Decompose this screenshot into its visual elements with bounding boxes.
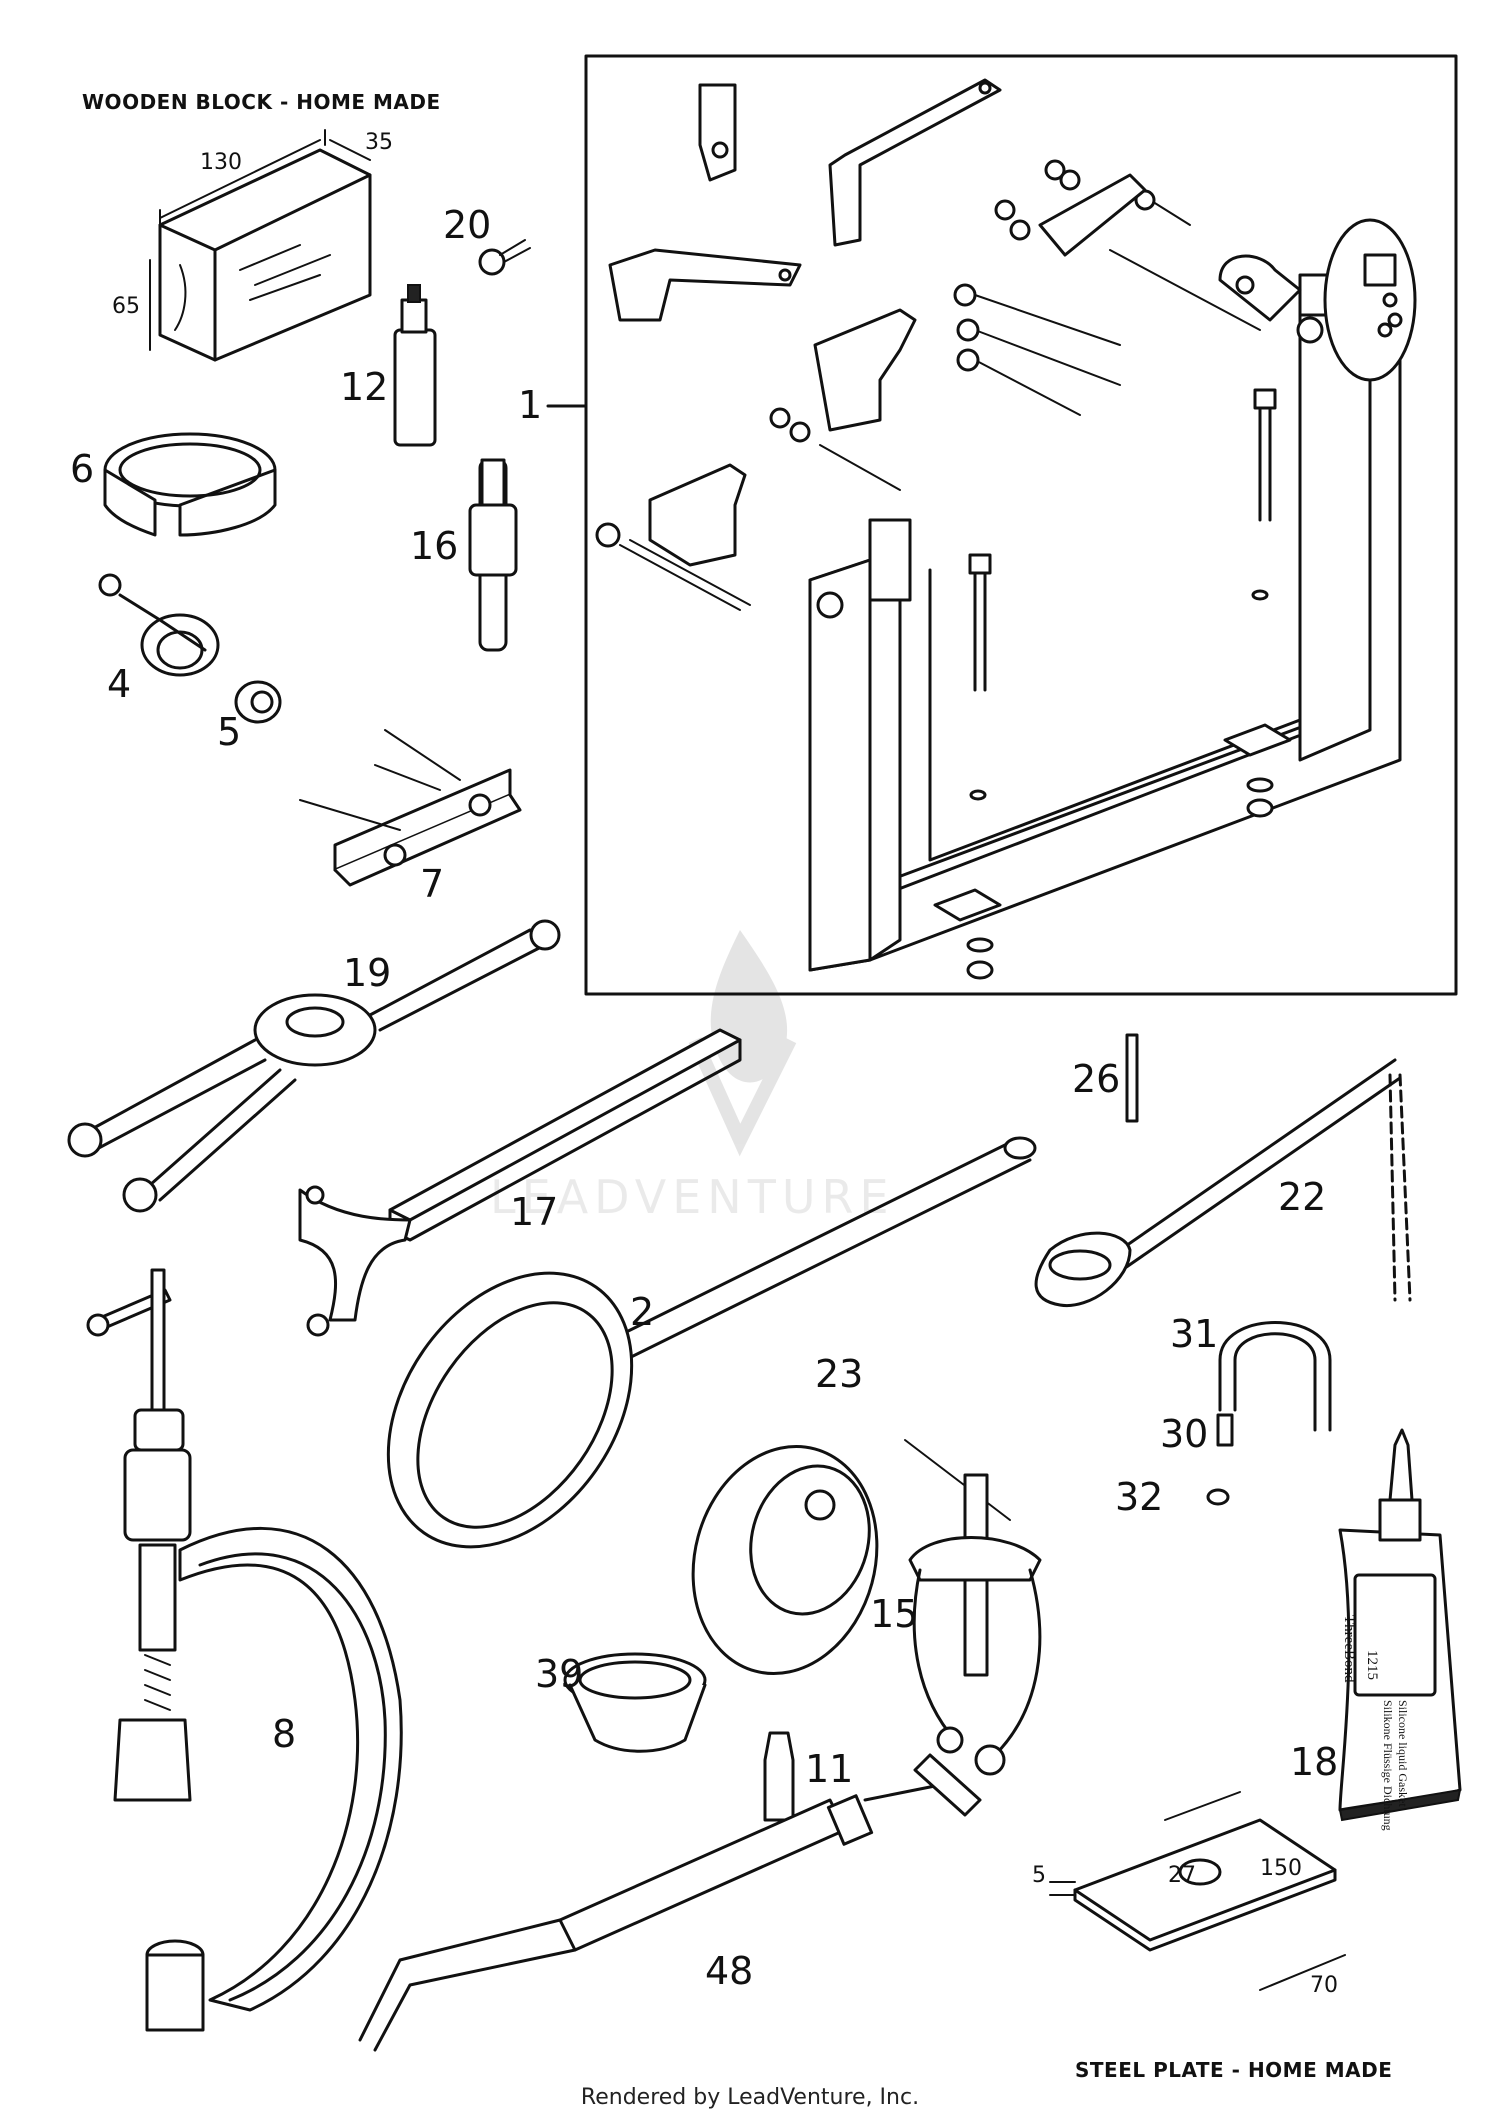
nipple-30 [1216,1413,1234,1447]
part-number-12: 12 [340,365,389,409]
engine-stand-assembly [595,78,1417,980]
tube-brand: ThreeBond [1341,1615,1357,1683]
watermark-text: LEADVENTURE [490,1170,895,1224]
part-number-5: 5 [217,710,242,754]
dim-plate-length: 150 [1260,1856,1302,1881]
wooden-block [149,129,372,362]
chain-wrench-22 [1034,1058,1412,1308]
screw-20 [478,239,531,276]
part-number-31: 31 [1170,1312,1219,1356]
part-number-23: 23 [815,1352,864,1396]
part-number-48: 48 [705,1949,754,1993]
dim-plate-hole: 27 [1168,1863,1196,1888]
nut-32 [1206,1488,1230,1506]
part-number-4: 4 [107,662,132,706]
dim-plate-width: 70 [1310,1973,1338,1998]
part-number-32: 32 [1115,1475,1164,1519]
tube-number: 1215 [1364,1650,1380,1680]
part-number-2: 2 [630,1290,655,1334]
caption-steel-plate: STEEL PLATE - HOME MADE [1075,2058,1393,2082]
footer-credit: Rendered by LeadVenture, Inc. [580,2085,920,2110]
dim-block-width: 35 [365,130,393,155]
tool-19 [67,919,561,1213]
grease-gun-48 [358,1753,982,2052]
part-number-30: 30 [1160,1412,1209,1456]
slide-puller-16 [468,458,518,652]
part-number-22: 22 [1278,1175,1327,1219]
dim-block-length: 130 [200,150,242,175]
part-number-16: 16 [410,524,459,568]
part-number-20: 20 [443,203,492,247]
bushing-5 [234,680,282,724]
clutch-holder-2 [386,1136,1037,1549]
steel-plate [1049,1791,1346,1991]
part-number-26: 26 [1072,1057,1121,1101]
part-number-1: 1 [518,383,543,427]
bearing-puller-15 [904,1439,1042,1776]
dim-plate-thickness: 5 [1032,1863,1046,1888]
hose-31 [1218,1321,1332,1432]
nozzle-4 [98,573,220,677]
part-number-19: 19 [343,951,392,995]
part-number-6: 6 [70,447,95,491]
puller-7 [299,729,522,887]
valve-spring-compressor-8 [86,1268,403,2032]
part-number-17: 17 [510,1190,559,1234]
flywheel-puller-23 [691,1445,879,1675]
tube-desc-1: Silicone liquid Gasket [1396,1700,1410,1807]
cup-39 [563,1652,707,1753]
pin-26 [1125,1033,1139,1123]
part-number-18: 18 [1290,1740,1339,1784]
sealant-11 [763,1731,795,1822]
part-number-8: 8 [272,1712,297,1756]
dim-block-height: 65 [112,294,140,319]
part-number-11: 11 [805,1747,854,1791]
holding-wrench-17 [298,1028,742,1337]
part-number-39: 39 [535,1652,584,1696]
part-number-15: 15 [870,1592,919,1636]
assembly-frame-box [584,54,1458,996]
tube-desc-2: Silikone Flüssige Dichtung [1381,1700,1395,1831]
ring-6 [103,432,277,537]
threadlock-bottle-12 [393,284,437,447]
caption-wooden-block: WOODEN BLOCK - HOME MADE [82,90,441,114]
silicone-tube-18 [1338,1428,1462,1822]
part-number-7: 7 [420,862,445,906]
